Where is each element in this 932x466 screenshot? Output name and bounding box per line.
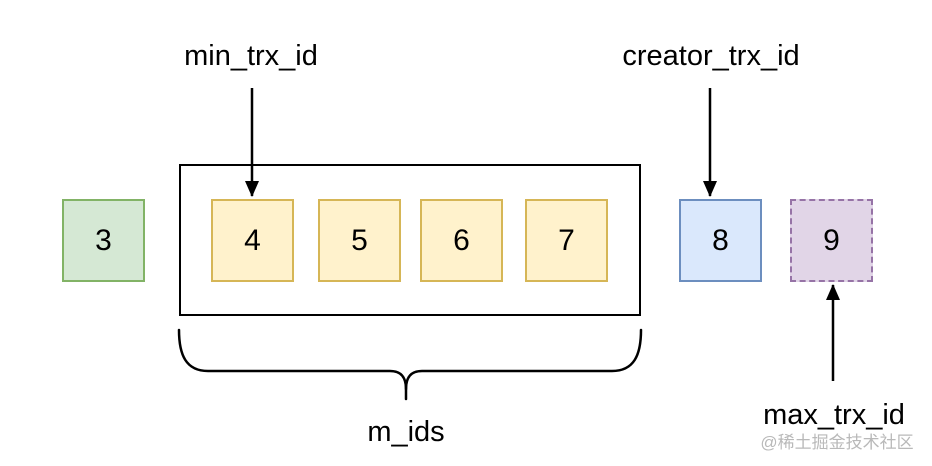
- trx-box-9: 9: [790, 199, 873, 282]
- trx-box-3: 3: [62, 199, 145, 282]
- m-ids-underbrace: [177, 328, 643, 401]
- m-ids-container-box: [179, 164, 641, 316]
- trx-box-8: 8: [679, 199, 762, 282]
- juejin-watermark: @稀土掘金技术社区: [760, 433, 914, 452]
- max-trx-id-label: max_trx_id: [763, 399, 905, 431]
- m-ids-label: m_ids: [367, 416, 445, 448]
- trx-box-7: 7: [525, 199, 608, 282]
- trx-box-4: 4: [211, 199, 294, 282]
- trx-box-6: 6: [420, 199, 503, 282]
- min-trx-id-label: min_trx_id: [184, 40, 318, 72]
- trx-box-5: 5: [318, 199, 401, 282]
- creator-trx-id-label: creator_trx_id: [622, 40, 800, 72]
